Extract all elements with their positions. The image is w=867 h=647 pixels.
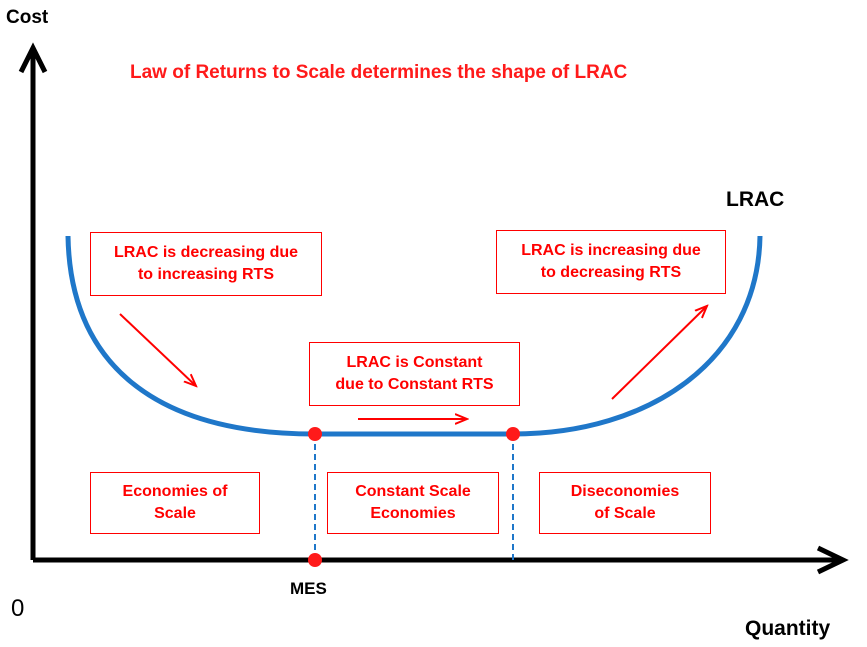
point-constant-end	[506, 427, 520, 441]
origin-label: 0	[11, 595, 25, 622]
y-axis-arrow-icon	[18, 42, 48, 74]
x-axis-arrow-icon	[816, 545, 849, 575]
annotation-constant: LRAC is Constant due to Constant RTS	[309, 342, 520, 406]
annotation-increasing: LRAC is increasing due to decreasing RTS	[496, 230, 726, 294]
point-mes-curve	[308, 427, 322, 441]
annotation-increasing-text: LRAC is increasing due to decreasing RTS	[521, 242, 701, 281]
region-constant: Constant Scale Economies	[327, 472, 499, 534]
region-diseconomies: Diseconomies of Scale	[539, 472, 711, 534]
region-economies-text: Economies of Scale	[122, 483, 228, 522]
region-diseconomies-text: Diseconomies of Scale	[570, 483, 680, 522]
annotation-decreasing: LRAC is decreasing due to increasing RTS	[90, 232, 322, 296]
lrac-curve	[65, 235, 763, 437]
region-economies: Economies of Scale	[90, 472, 260, 534]
region-constant-text: Constant Scale Economies	[355, 483, 471, 522]
y-axis-label: Cost	[6, 7, 49, 28]
annotation-constant-text: LRAC is Constant due to Constant RTS	[335, 354, 494, 393]
curve-label: LRAC	[726, 188, 785, 211]
x-axis-label: Quantity	[745, 617, 831, 640]
increasing-arrow-icon	[611, 306, 707, 400]
annotation-decreasing-text: LRAC is decreasing due to increasing RTS	[113, 244, 299, 283]
decreasing-arrow-icon	[119, 313, 196, 386]
point-mes-axis	[308, 553, 322, 567]
mes-label: MES	[290, 579, 327, 598]
diagram-title: Law of Returns to Scale determines the s…	[130, 62, 628, 83]
